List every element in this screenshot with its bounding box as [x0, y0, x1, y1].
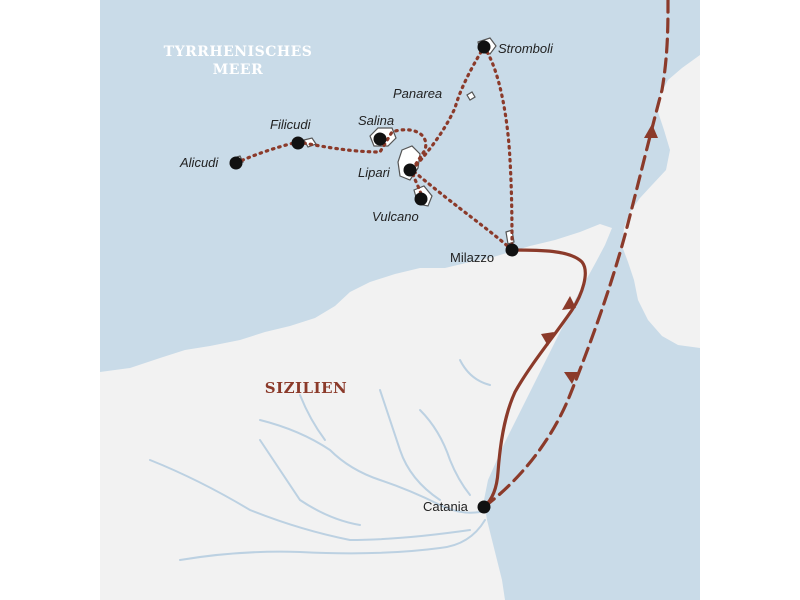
dot-salina: [373, 132, 387, 146]
bus-route: [482, 248, 587, 509]
label-salina: Salina: [358, 113, 394, 128]
label-stromboli: Stromboli: [498, 41, 554, 56]
dot-alicudi: [229, 156, 243, 170]
dot-catania: [477, 500, 491, 514]
rivers: [149, 359, 491, 561]
dot-vulcano: [414, 192, 428, 206]
label-filicudi: Filicudi: [270, 117, 312, 132]
sea-label-line1: TYRRHENISCHES: [164, 44, 313, 60]
dot-stromboli: [477, 40, 491, 54]
label-milazzo: Milazzo: [450, 250, 494, 265]
label-vulcano: Vulcano: [372, 209, 419, 224]
calabria-landmass: [622, 55, 700, 348]
label-panarea: Panarea: [393, 86, 442, 101]
region-label: SIZILIEN: [265, 379, 348, 397]
flight-route-arrows: [564, 124, 658, 384]
island-panarea: [466, 91, 476, 101]
label-lipari: Lipari: [358, 165, 391, 180]
dot-milazzo: [505, 243, 519, 257]
label-alicudi: Alicudi: [179, 155, 219, 170]
bus-route-arrows: [541, 296, 576, 346]
dot-lipari: [403, 163, 417, 177]
place-dots: [229, 40, 519, 514]
dot-filicudi: [291, 136, 305, 150]
flight-route: [482, 0, 670, 509]
label-catania: Catania: [423, 499, 469, 514]
sea-label-line2: MEER: [213, 62, 263, 78]
